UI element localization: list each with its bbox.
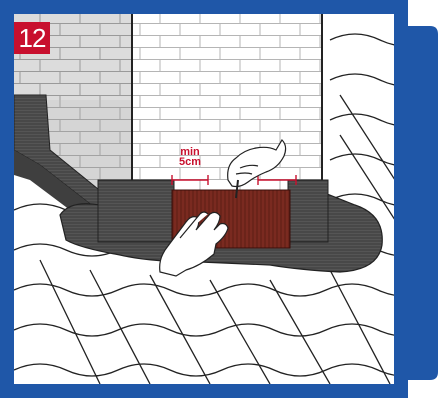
roof-scene xyxy=(14,14,430,384)
dimension-label-line2: 5cm xyxy=(170,157,210,167)
side-tab xyxy=(404,26,438,380)
flashing-upstand-left xyxy=(98,180,174,242)
flashing-upstand-right xyxy=(288,180,328,242)
step-number-badge: 12 xyxy=(14,22,50,54)
dimension-label: min 5cm xyxy=(170,147,210,167)
chimney-front-wall xyxy=(132,14,322,192)
